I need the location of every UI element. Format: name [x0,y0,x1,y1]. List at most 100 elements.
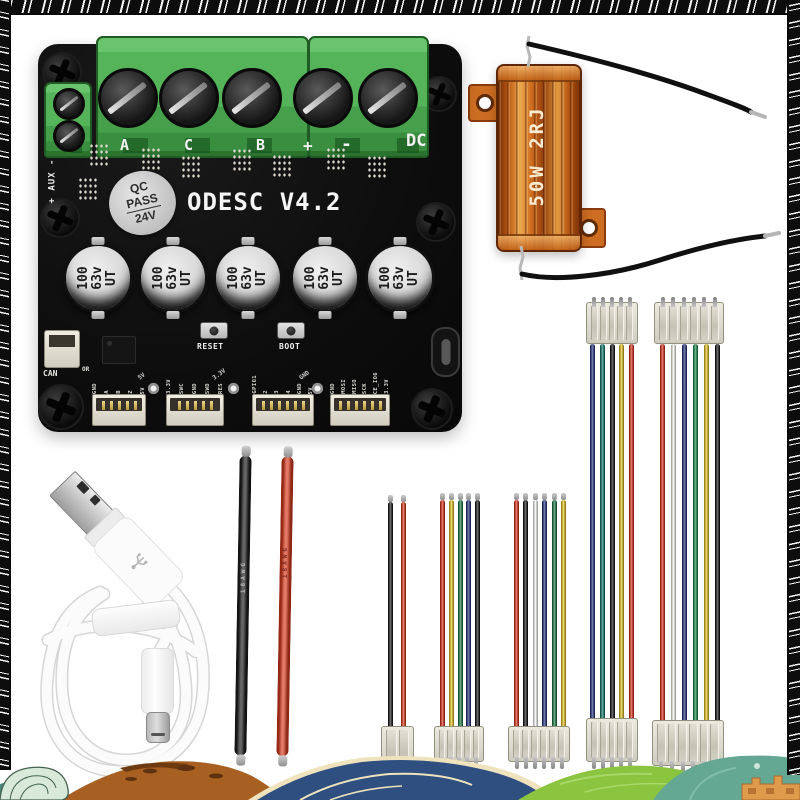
plug-slot [513,730,520,769]
jst-plug-long6-top [654,297,724,344]
crimp-pin [514,757,519,769]
boot-button [277,322,305,339]
frame-left-border [0,0,11,770]
pin-label: 5V [307,386,314,394]
pin-label: MOSI [340,379,347,394]
jst-cable-5pin-wires [440,493,480,728]
wire [609,344,615,720]
wire [693,344,698,722]
solder-pad-grid [325,146,346,172]
solder-pad-grid [366,154,387,180]
solder-pad-grid [271,153,292,179]
reset-button [200,322,228,339]
plug-slot [531,730,538,769]
jst-plug-long5-top [586,297,638,344]
plug-slot [540,730,547,769]
plug-slot [608,722,616,769]
crimp-pin [609,757,614,769]
crimp-pin [523,757,528,769]
wire [671,344,676,722]
wire [234,455,252,756]
plug-slot [472,730,480,769]
plug-slot [338,401,342,410]
pin-label: GPIO1 [252,375,258,394]
crimp-pin [541,757,546,769]
terminal-screw [358,68,418,128]
jst-plug-6pin [508,726,570,769]
jst-plug-long5-bottom [586,718,638,769]
plug-slot [710,297,719,340]
wire [475,493,480,728]
pin-label: GND [330,382,336,394]
jst-cable-6pin-wires [514,493,566,728]
crimp-pin [559,757,564,769]
wire [715,344,720,722]
crimp-pin [532,757,537,769]
phase-label-a: A [120,136,130,154]
wire [560,493,566,728]
wire [619,344,625,720]
plug-slot [679,297,688,340]
wire [523,493,529,728]
usb-a-plug [46,466,188,612]
mounting-screw [411,388,453,430]
plug-slot [370,401,374,410]
crimp-pin [601,297,606,307]
plug-slot [549,730,556,769]
phase-label-c: C [184,136,194,154]
plug-slot [378,401,382,410]
plug-slot [109,401,113,410]
board-title: ODESC V4.2 [187,188,342,216]
wire [514,493,519,728]
wire-marking: 18AWG [240,560,247,594]
plug-slot [269,401,273,410]
aux-terminal-screw [53,120,85,152]
plug-slot [599,722,607,769]
wire [276,456,294,757]
plug-slot [277,401,281,410]
solder-pad-grid [88,142,109,168]
jst-cable-2pin-wires [388,495,406,728]
pin-label: SWD [205,382,211,394]
wire [704,344,709,722]
usb-c-plug [141,648,174,714]
crimp-pin [618,757,623,769]
crimp-pin [592,297,597,307]
can-label: CAN [43,369,58,378]
plug-slot [659,297,668,340]
wire [599,344,605,720]
solder-pad-grid [231,147,252,173]
jst-plug-long6-bottom [652,720,724,773]
plug-slot [133,401,137,410]
crimp-pin [473,757,478,769]
pin-label: RES [218,382,224,394]
aux-label: + AUX - [47,158,58,204]
phase-label-minus: - [341,134,352,155]
plug-slot [293,401,297,410]
crimp-pin [681,297,686,307]
plug-slot [626,722,633,769]
plug-slot [362,401,366,410]
plug-slot [261,401,265,410]
terminal-screw [159,68,219,128]
pin-header-socket [330,394,390,426]
pin-label: CE_IO6 [373,371,380,394]
plug-slot [346,401,350,410]
via [312,383,323,394]
ic-chip [102,336,136,364]
plug-slot [193,401,197,410]
wire-marking: 18AWG [282,545,289,579]
plug-slot [101,401,105,410]
wire [457,493,463,728]
frame-right-border [787,0,800,775]
plug-slot [201,401,205,410]
mounting-screw [38,384,84,430]
usb-trident-icon [131,553,148,570]
pin-label: SCK [362,382,369,394]
